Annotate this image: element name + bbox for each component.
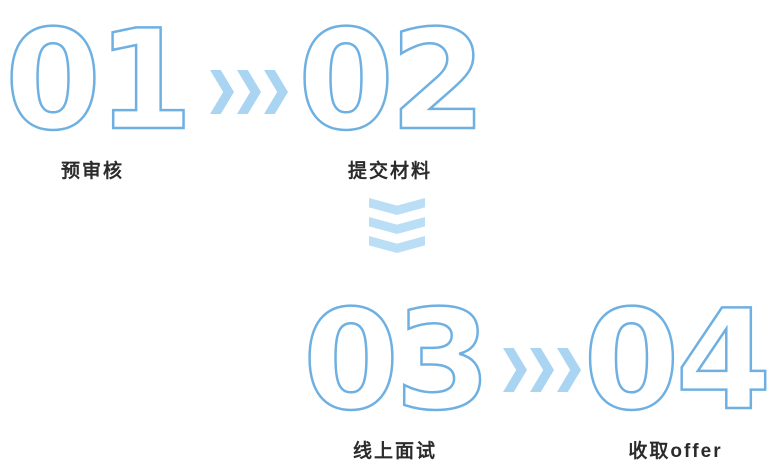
step-number: 04 <box>582 280 773 441</box>
chevron-shape <box>237 70 261 114</box>
process-step-1: 01 预审核 <box>4 0 195 183</box>
chevron-down-icon <box>369 198 425 253</box>
step-label: 预审核 <box>60 161 124 182</box>
chevron-shape <box>210 70 234 114</box>
chevron-shape <box>369 217 425 234</box>
chevron-shape <box>264 70 288 114</box>
chevron-shape <box>503 348 527 392</box>
process-step-3: 03 线上面试 <box>300 280 493 463</box>
chevron-right-icon <box>503 348 581 392</box>
chevron-shape <box>369 236 425 253</box>
step-number: 01 <box>4 0 195 161</box>
process-step-4: 04 收取offer <box>578 280 773 463</box>
chevron-shape <box>530 348 554 392</box>
step-label: 线上面试 <box>352 441 437 462</box>
chevron-shape <box>369 198 425 215</box>
process-step-2: 02 提交材料 <box>295 0 488 183</box>
step-label: 提交材料 <box>347 161 432 182</box>
step-number: 02 <box>297 0 488 161</box>
chevron-right-icon <box>210 70 288 114</box>
step-number: 03 <box>302 280 493 441</box>
step-label: 收取offer <box>628 441 723 462</box>
